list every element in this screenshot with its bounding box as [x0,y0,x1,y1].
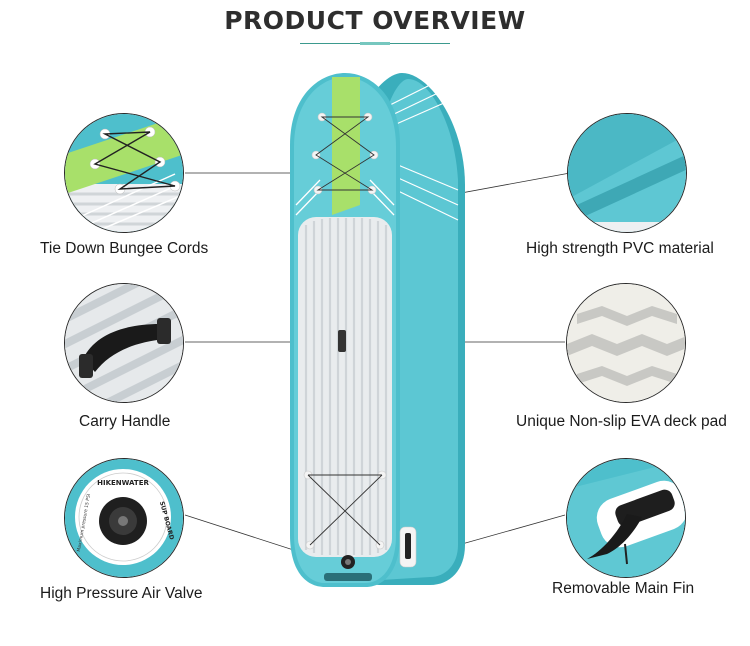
bungee-detail-image [64,113,184,233]
title-underline [300,42,450,45]
handle-detail-image [64,283,184,403]
pvc-detail-image [567,113,687,233]
feature-label-fin: Removable Main Fin [552,580,695,597]
feature-label-valve: High Pressure Air Valve [40,585,203,602]
feature-label-bungee: Tie Down Bungee Cords [40,240,209,257]
fin-detail-image [566,458,686,578]
feature-label-pvc: High strength PVC material [526,240,714,257]
feature-label-deck-pad: Unique Non-slip EVA deck pad [516,413,727,430]
sup-board-image [290,73,465,587]
valve-detail-image: HIKENWATER SUP BOARD Maximum pressure 15… [64,458,184,578]
valve-brand-text: HIKENWATER [97,479,149,487]
deck-pad-detail-image [566,283,686,403]
page-title: PRODUCT OVERVIEW [224,6,526,35]
feature-label-handle: Carry Handle [79,413,171,430]
